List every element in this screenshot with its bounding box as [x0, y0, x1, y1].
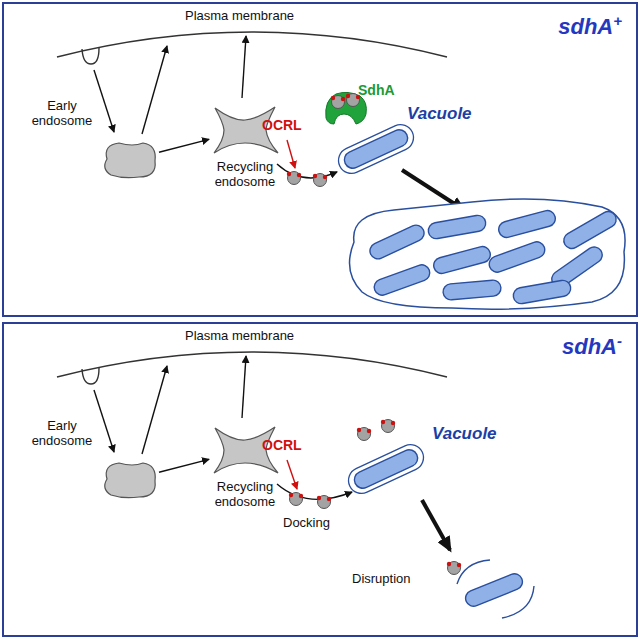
vesicle-dot — [317, 496, 321, 500]
vesicle-dot — [323, 175, 327, 179]
annotation-label: Docking — [283, 516, 330, 531]
effector-shape: SdhA — [322, 88, 370, 126]
endosome-shape: Early endosome — [99, 139, 159, 181]
annotation-label: Disruption — [352, 572, 411, 587]
vesicle-dot — [287, 172, 291, 176]
annotation-label: Plasma membrane — [185, 9, 294, 24]
panel-title: sdhA- — [562, 332, 622, 360]
arrow — [142, 366, 167, 454]
endocytic-pit — [82, 48, 99, 64]
bacterium — [442, 280, 501, 301]
bacterium — [497, 209, 557, 239]
plasma-membrane — [57, 352, 447, 377]
endosome-label: Recycling endosome — [205, 160, 285, 190]
shape-outline — [329, 122, 424, 172]
vesicle-dot — [381, 420, 385, 424]
vesicle-dot — [289, 493, 293, 497]
enzyme-label: OCRL — [262, 117, 302, 133]
arrow — [242, 36, 246, 98]
endosome-label: Early endosome — [25, 419, 99, 449]
endosome-label: Early endosome — [25, 99, 99, 129]
vesicle-dot — [327, 497, 331, 501]
vacuole-label: Vacuole — [407, 104, 487, 124]
endocytic-pit — [82, 368, 99, 384]
vesicle-dot — [357, 428, 361, 432]
vesicle-dot — [313, 174, 317, 178]
vesicle — [382, 420, 395, 433]
panel-box: sdhA- Early endosomeRecycling endosome Vac… — [2, 322, 638, 637]
vesicle-dot — [299, 494, 303, 498]
effector-label: SdhA — [358, 82, 408, 98]
panel-title: sdhA+ — [558, 12, 622, 40]
broken-membrane — [457, 560, 490, 584]
vesicle-dot — [367, 429, 371, 433]
enzyme-label: OCRL — [262, 437, 302, 453]
panel-box: sdhA+ Early endosomeRecycling endosome Sdh… — [2, 2, 638, 317]
vesicle — [448, 562, 461, 575]
vacuole-shape: Vacuole — [344, 442, 439, 492]
arrow — [287, 140, 295, 168]
vesicle — [358, 428, 371, 441]
endosome-shape: Early endosome — [99, 459, 159, 501]
shape-outline — [99, 459, 159, 501]
arrow — [94, 390, 114, 452]
bacterium — [367, 222, 426, 261]
arrow — [94, 70, 114, 132]
vesicle — [318, 496, 331, 509]
connector-arrow — [159, 459, 209, 472]
arrow — [242, 356, 246, 418]
arrow — [422, 500, 450, 550]
bacterium — [432, 245, 492, 275]
large-vacuole — [350, 199, 626, 309]
broken-membrane — [502, 586, 534, 618]
shape-outline — [99, 139, 159, 181]
arrow — [142, 46, 167, 134]
bacterium — [372, 263, 432, 298]
bacterium — [427, 214, 487, 240]
endosome-label: Recycling endosome — [205, 480, 285, 510]
bacterium — [463, 571, 525, 608]
vesicle-dot — [297, 173, 301, 177]
vesicle-dot — [457, 563, 461, 567]
arrow — [277, 484, 352, 499]
vacuole-label: Vacuole — [432, 424, 512, 444]
vacuole-shape: Vacuole — [329, 122, 424, 172]
connector-arrow — [159, 139, 209, 152]
vesicle — [288, 172, 301, 185]
plasma-membrane — [57, 32, 447, 57]
bacterium — [561, 209, 619, 252]
arrow — [277, 164, 337, 178]
bacterium — [512, 279, 572, 305]
bacterium — [487, 240, 547, 275]
arrow — [287, 460, 297, 489]
annotation-label: Plasma membrane — [185, 329, 294, 344]
vesicle — [314, 174, 327, 187]
vesicle-dot — [447, 562, 451, 566]
vesicle — [290, 493, 303, 506]
vesicle-dot — [391, 421, 395, 425]
shape-outline — [344, 442, 439, 492]
